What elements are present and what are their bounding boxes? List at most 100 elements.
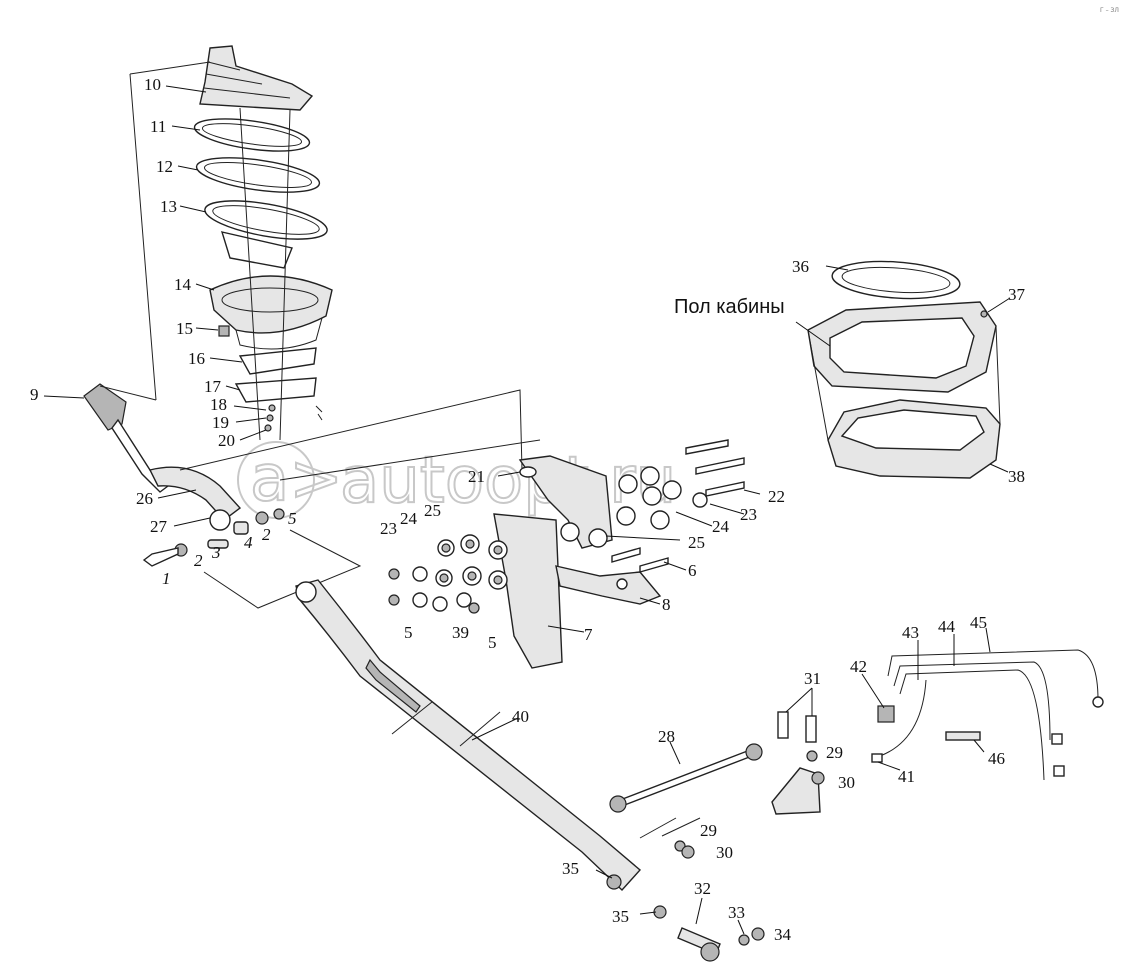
nut-34 xyxy=(751,927,765,941)
callout-24a: 24 xyxy=(400,509,418,528)
boot-14 xyxy=(209,275,333,334)
frame-13 xyxy=(204,200,328,240)
callout-32: 32 xyxy=(694,879,711,898)
callout-25a: 25 xyxy=(424,501,441,520)
corner-mark: Г – ЗЛ xyxy=(1100,7,1119,14)
pipe-45 xyxy=(887,649,1099,701)
bushing-27 xyxy=(209,509,231,531)
washer-19 xyxy=(266,414,274,422)
callout-5c: 5 xyxy=(488,633,497,652)
callout-16: 16 xyxy=(188,349,205,368)
pipe-44 xyxy=(893,661,1051,741)
plate-16 xyxy=(238,347,317,375)
mounting-bracket-group xyxy=(388,439,745,669)
callout-13: 13 xyxy=(160,197,177,216)
gear-lever-group xyxy=(83,61,285,567)
callout-14: 14 xyxy=(174,275,192,294)
callout-29b: 29 xyxy=(700,821,717,840)
callout-23b: 23 xyxy=(740,505,757,524)
nut-29a xyxy=(806,750,818,762)
bolt-31a xyxy=(777,711,789,739)
callout-23a: 23 xyxy=(380,519,397,538)
callout-9: 9 xyxy=(30,385,39,404)
nut-35a xyxy=(606,874,622,890)
callout-4: 4 xyxy=(244,533,253,552)
seal-36 xyxy=(831,260,961,300)
nut-30b xyxy=(681,845,695,859)
callout-26: 26 xyxy=(136,489,153,508)
callout-33: 33 xyxy=(728,903,745,922)
callout-5a: 5 xyxy=(288,509,297,528)
screw-37 xyxy=(980,310,988,318)
callout-7: 7 xyxy=(584,625,593,644)
callout-46: 46 xyxy=(988,749,1005,768)
callout-28: 28 xyxy=(658,727,675,746)
callout-38: 38 xyxy=(1008,467,1025,486)
callout-2b: 2 xyxy=(194,551,203,570)
callout-19: 19 xyxy=(212,413,229,432)
callout-40: 40 xyxy=(512,707,529,726)
pipe-41 xyxy=(879,679,927,757)
assembly-line-b xyxy=(279,439,541,481)
callout-44: 44 xyxy=(938,617,956,636)
callout-30b: 30 xyxy=(716,843,733,862)
washer-18 xyxy=(268,404,276,412)
callouts: 10 11 12 13 14 15 16 17 18 19 20 9 26 27… xyxy=(30,75,1026,944)
bracket-8 xyxy=(555,565,662,605)
lever-knob-9 xyxy=(83,383,127,431)
callout-11: 11 xyxy=(150,117,166,136)
nut-33 xyxy=(738,934,750,946)
callout-22: 22 xyxy=(768,487,785,506)
bolt-15 xyxy=(218,325,230,337)
callout-34: 34 xyxy=(774,925,792,944)
callout-35b: 35 xyxy=(612,907,629,926)
bolt-1 xyxy=(142,547,179,567)
pin-3 xyxy=(207,539,229,549)
callout-25b: 25 xyxy=(688,533,705,552)
watermark-logo-icon: a> xyxy=(250,442,343,516)
callout-31: 31 xyxy=(804,669,821,688)
pipe-43 xyxy=(899,669,1045,781)
shift-rod-group xyxy=(609,711,825,962)
callout-15: 15 xyxy=(176,319,193,338)
callout-6: 6 xyxy=(688,561,697,580)
callout-8: 8 xyxy=(662,595,671,614)
callout-18: 18 xyxy=(210,395,227,414)
callout-35a: 35 xyxy=(562,859,579,878)
ring-11 xyxy=(193,118,311,152)
callout-41: 41 xyxy=(898,767,915,786)
shaft-40 xyxy=(295,579,642,892)
callout-10: 10 xyxy=(144,75,161,94)
bushing-4 xyxy=(233,521,249,535)
bolt-31b xyxy=(805,715,817,743)
callout-2a: 2 xyxy=(262,525,271,544)
cabin-floor-group xyxy=(807,260,1001,479)
callout-37: 37 xyxy=(1008,285,1026,304)
callout-36: 36 xyxy=(792,257,809,276)
callout-5b: 5 xyxy=(404,623,413,642)
callout-12: 12 xyxy=(156,157,173,176)
plate-17 xyxy=(234,377,317,403)
callout-3: 3 xyxy=(211,543,221,562)
boot-10 xyxy=(199,45,314,111)
plate-7 xyxy=(493,513,563,669)
leader-lines xyxy=(43,85,1011,935)
lever-bracket-26 xyxy=(148,466,242,521)
callout-1: 1 xyxy=(162,569,171,588)
shift-shaft-group xyxy=(295,579,667,919)
watermark: a> autoopt.ru xyxy=(237,441,677,519)
callout-45: 45 xyxy=(970,613,987,632)
air-pipes-group xyxy=(871,649,1104,781)
callout-24b: 24 xyxy=(712,517,730,536)
bracket-31 xyxy=(771,767,821,815)
nut-20 xyxy=(264,424,272,432)
sensor-46 xyxy=(945,731,981,741)
callout-39: 39 xyxy=(452,623,469,642)
callout-21: 21 xyxy=(468,467,485,486)
callout-30a: 30 xyxy=(838,773,855,792)
callout-17: 17 xyxy=(204,377,222,396)
callout-27: 27 xyxy=(150,517,168,536)
gear-lever-boot-group xyxy=(193,45,333,441)
callout-42: 42 xyxy=(850,657,867,676)
